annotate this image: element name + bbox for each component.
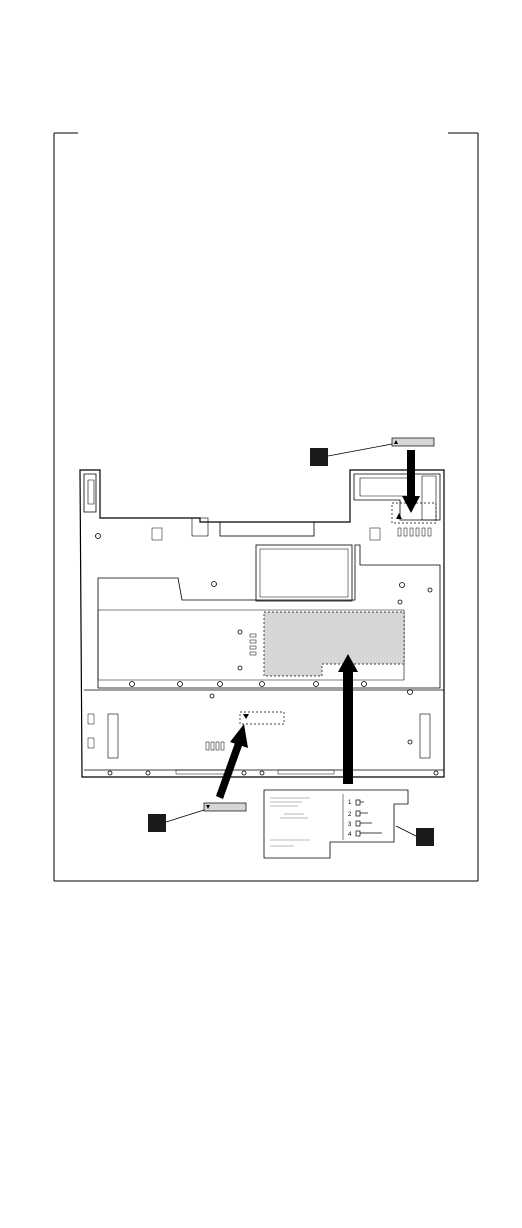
callout-bottom-left	[148, 814, 166, 832]
callout-bottom-right	[416, 828, 434, 846]
frame	[54, 133, 478, 881]
top-label-strip	[392, 438, 434, 446]
bottom-label-strip	[204, 803, 246, 811]
label-target-area	[264, 612, 404, 676]
arrow-up-bottom-left	[216, 724, 248, 799]
callout-top-right	[310, 448, 328, 466]
screw-label-sheet: 1 2 3 4	[264, 790, 408, 858]
arrow-down-top-right	[402, 450, 420, 513]
arrow-up-center	[338, 654, 358, 784]
